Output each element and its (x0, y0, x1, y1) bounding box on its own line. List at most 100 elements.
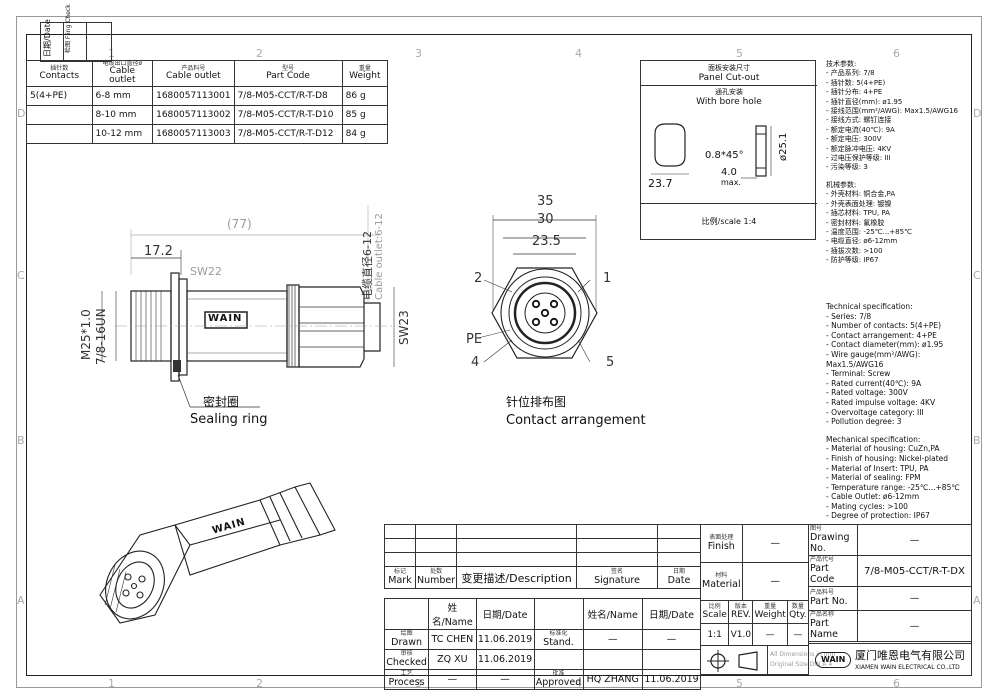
dim-23-5: 23.5 (532, 234, 561, 249)
zone-number: 4 (575, 47, 582, 60)
zone-letter: B (973, 434, 981, 447)
spec-line: - 插拔次数: >100 (826, 246, 883, 255)
dims-note-box: All Dimensions in mm Original Size DIN A… (767, 645, 835, 675)
finish-value: — (741, 524, 810, 563)
cell-outlet: 10-12 mm (91, 123, 154, 144)
projection-icon (707, 650, 758, 672)
spec-line: - 插针数: 5(4+PE) (826, 78, 886, 87)
zone-number: 2 (256, 47, 263, 60)
cell-code: 1680057113001 (152, 85, 235, 106)
spec-line: - 外壳表面处理: 镀镍 (826, 199, 892, 208)
zone-letter: D (17, 107, 26, 120)
cell-part: 7/8-M05-CCT/R-T-D12 (233, 123, 343, 144)
dim-total: (77) (227, 217, 252, 231)
stand-name: — (582, 629, 644, 650)
spec-line: - Rated voltage: 300V (826, 388, 908, 398)
drawn-date: 11.06.2019 (475, 629, 535, 650)
cell-weight: 86 g (341, 85, 389, 106)
cable-dia-cn: 电缆直径6-12 (361, 231, 374, 300)
brand-label: WAIN (208, 313, 243, 324)
cell-weight: 85 g (341, 104, 389, 125)
panel-title-en: Panel Cut-out (698, 73, 760, 83)
process-name: — (428, 669, 477, 690)
dim-m25: M25*1.0 (79, 309, 93, 360)
spec-line: - 防护等级: IP67 (826, 256, 879, 265)
panel-sub-cn: 通孔安装 (715, 88, 743, 96)
pin-1: 1 (603, 271, 612, 286)
dim-thread: 7/8-16UN (94, 308, 108, 365)
tech-title-en: Technical specification: (826, 302, 913, 311)
approved-name: HQ ZHANG (582, 669, 644, 690)
part-name-value: — (857, 610, 972, 642)
table-row: 8-10 mm 1680057113002 7/8-M05-CCT/R-T-D1… (26, 104, 389, 125)
cell-part: 7/8-M05-CCT/R-T-D10 (233, 104, 343, 125)
cell-outlet: 8-10 mm (91, 104, 154, 125)
spec-line: - Material of housing: CuZn,PA (826, 444, 940, 454)
cable-dia-en: Cable outlet:6-12 (374, 213, 385, 300)
spec-line: - Contact diameter(mm): ø1.95 (826, 340, 944, 350)
spec-line: - 外壳材料: 铜合金,PA (826, 190, 896, 199)
drawing-no-value: — (857, 524, 972, 556)
spec-line: - 接线方式: 螺钉连接 (826, 116, 892, 125)
spec-line: - Degree of protection: IP67 (826, 511, 930, 521)
contact-arrangement-view (477, 215, 598, 363)
pin-2: 2 (474, 271, 483, 286)
spec-line: - Rated current(40℃): 9A (826, 378, 922, 388)
stand-date: — (642, 629, 701, 650)
col-desc: 变更描述/Description (456, 566, 577, 589)
spec-line: - 温度范围: -25℃...+85℃ (826, 227, 912, 236)
zone-number: 5 (736, 47, 743, 60)
panel-dim-dia: ø25.1 (778, 132, 789, 161)
zone-number: 3 (415, 47, 422, 60)
seal-label-en: Sealing ring (190, 412, 268, 427)
company-name-cn: 厦门唯恩电气有限公司 (855, 649, 965, 662)
qty-value: — (786, 623, 810, 646)
panel-scale: 比例/scale 1:4 (701, 217, 757, 226)
cell-contacts (26, 104, 93, 125)
part-no-value: — (857, 586, 972, 611)
dim-sw23: SW23 (397, 310, 411, 345)
zone-letter: C (973, 269, 981, 282)
dim-35: 35 (537, 194, 554, 209)
process-date: — (475, 669, 535, 690)
panel-dim-thick: 4.0 (721, 167, 737, 178)
zone-number: 6 (893, 47, 900, 60)
material-value: — (741, 562, 810, 601)
rev-value: V1.0 (728, 623, 754, 646)
spec-line: - Material of sealing: FPM (826, 473, 921, 483)
pin-5: 5 (606, 355, 615, 370)
panel-dim-chamfer: 0.8*45° (705, 150, 744, 161)
spec-line: - Pollution degree: 3 (826, 417, 902, 427)
spec-line: - Rated impulse voltage: 4KV (826, 397, 936, 407)
mech-title-cn: 机械参数: (826, 180, 857, 189)
checked-name: ZQ XU (428, 649, 477, 670)
spec-line: - Wire gauge(mm²/AWG): Max1.5/AWG16 (826, 349, 921, 369)
col-date-2: 日期/Date (475, 598, 535, 630)
zone-number: 2 (256, 677, 263, 690)
table-row: 10-12 mm 1680057113003 7/8-M05-CCT/R-T-D… (26, 123, 389, 144)
zone-letter: A (973, 594, 981, 607)
zone-letter: A (17, 594, 25, 607)
tech-params-en: Technical specification: - Series: 7/8 - … (826, 302, 971, 521)
pin-4: 4 (471, 355, 480, 370)
spec-line: - 密封材料: 氟橡胶 (826, 218, 885, 227)
zone-letter: B (17, 434, 25, 447)
cell-code: 1680057113002 (152, 104, 235, 125)
spec-line: - Overvoltage category: III (826, 407, 924, 417)
contact-title-cn: 针位排布图 (506, 395, 567, 409)
projection-symbols (700, 645, 768, 675)
spec-line: - Series: 7/8 (826, 311, 872, 321)
